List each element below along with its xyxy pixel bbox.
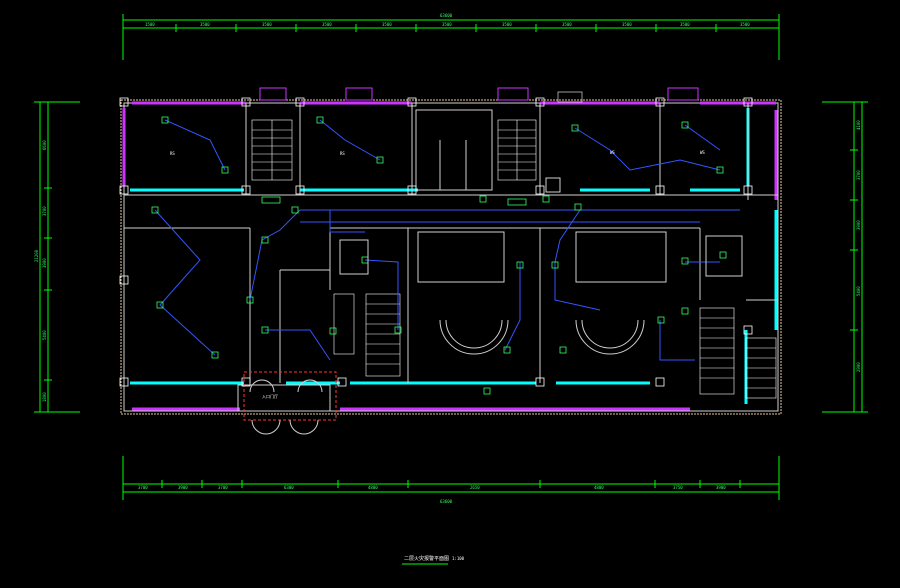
- overall-dim-top: 63600: [440, 13, 453, 18]
- dim-left-4: 1800: [42, 392, 47, 402]
- title-block: 二层火灾报警平面图 1:100: [402, 555, 465, 565]
- drawing-title: 二层火灾报警平面图: [404, 555, 449, 562]
- curved-elements: [249, 319, 645, 435]
- building-outline: [120, 99, 782, 415]
- dim-right-0: 4100: [856, 120, 861, 130]
- dimension-texts: 63600 63600 1500 3500 3500 3500 3500 350…: [34, 13, 861, 504]
- dim-top-7: 3500: [562, 22, 572, 27]
- dim-left-1: 3700: [42, 206, 47, 216]
- dim-top-4: 3500: [382, 22, 392, 27]
- header-tags: [259, 87, 699, 103]
- dim-right-2: 3900: [856, 220, 861, 230]
- dim-bottom-0: 3700: [138, 485, 148, 490]
- stairs: [251, 119, 777, 399]
- dim-right-1: 3700: [856, 170, 861, 180]
- room-label-2: RS: [340, 151, 345, 156]
- stair-1-treads: [252, 129, 292, 171]
- dim-bottom-8: 3900: [716, 485, 726, 490]
- dim-top-1: 3500: [200, 22, 210, 27]
- alarm-wiring: [154, 119, 740, 361]
- room-label-4: WS: [700, 150, 705, 155]
- dim-bottom-7: 3750: [673, 485, 683, 490]
- dim-top-5: 3500: [442, 22, 452, 27]
- drawing-scale: 1:100: [452, 556, 465, 561]
- dim-top-8: 3500: [622, 22, 632, 27]
- overall-dim-bottom: 63600: [440, 499, 453, 504]
- dim-bottom-1: 3900: [178, 485, 188, 490]
- dim-bottom-4: 4800: [368, 485, 378, 490]
- dim-bottom-3: 6300: [284, 485, 294, 490]
- room-labels: RS RS WS WS 入口门厅: [170, 150, 705, 399]
- dim-right-3: 5400: [856, 286, 861, 296]
- dim-left-total: 21200: [34, 249, 39, 262]
- room-label-1: RS: [170, 151, 175, 156]
- dim-bottom-2: 3700: [218, 485, 228, 490]
- dim-top-6: 3500: [502, 22, 512, 27]
- dim-left-3: 5400: [42, 330, 47, 340]
- interior-walls: [124, 103, 778, 421]
- dim-right-4: 2900: [856, 362, 861, 372]
- dim-bottom-6: 4800: [594, 485, 604, 490]
- dimension-lines: [34, 14, 868, 500]
- dim-top-3: 3500: [322, 22, 332, 27]
- dim-top-9: 3500: [680, 22, 690, 27]
- room-label-3: WS: [610, 150, 615, 155]
- dim-top-10: 3500: [740, 22, 750, 27]
- entrance-label: 入口门厅: [262, 393, 278, 399]
- dim-top-2: 3500: [262, 22, 272, 27]
- alarm-devices: [151, 116, 743, 395]
- dim-left-0: 6600: [42, 140, 47, 150]
- stair-2-treads: [498, 129, 536, 171]
- dim-bottom-5: 2650: [470, 485, 480, 490]
- dim-top-0: 1500: [145, 22, 155, 27]
- columns: [119, 97, 753, 387]
- dim-left-2: 3900: [42, 258, 47, 268]
